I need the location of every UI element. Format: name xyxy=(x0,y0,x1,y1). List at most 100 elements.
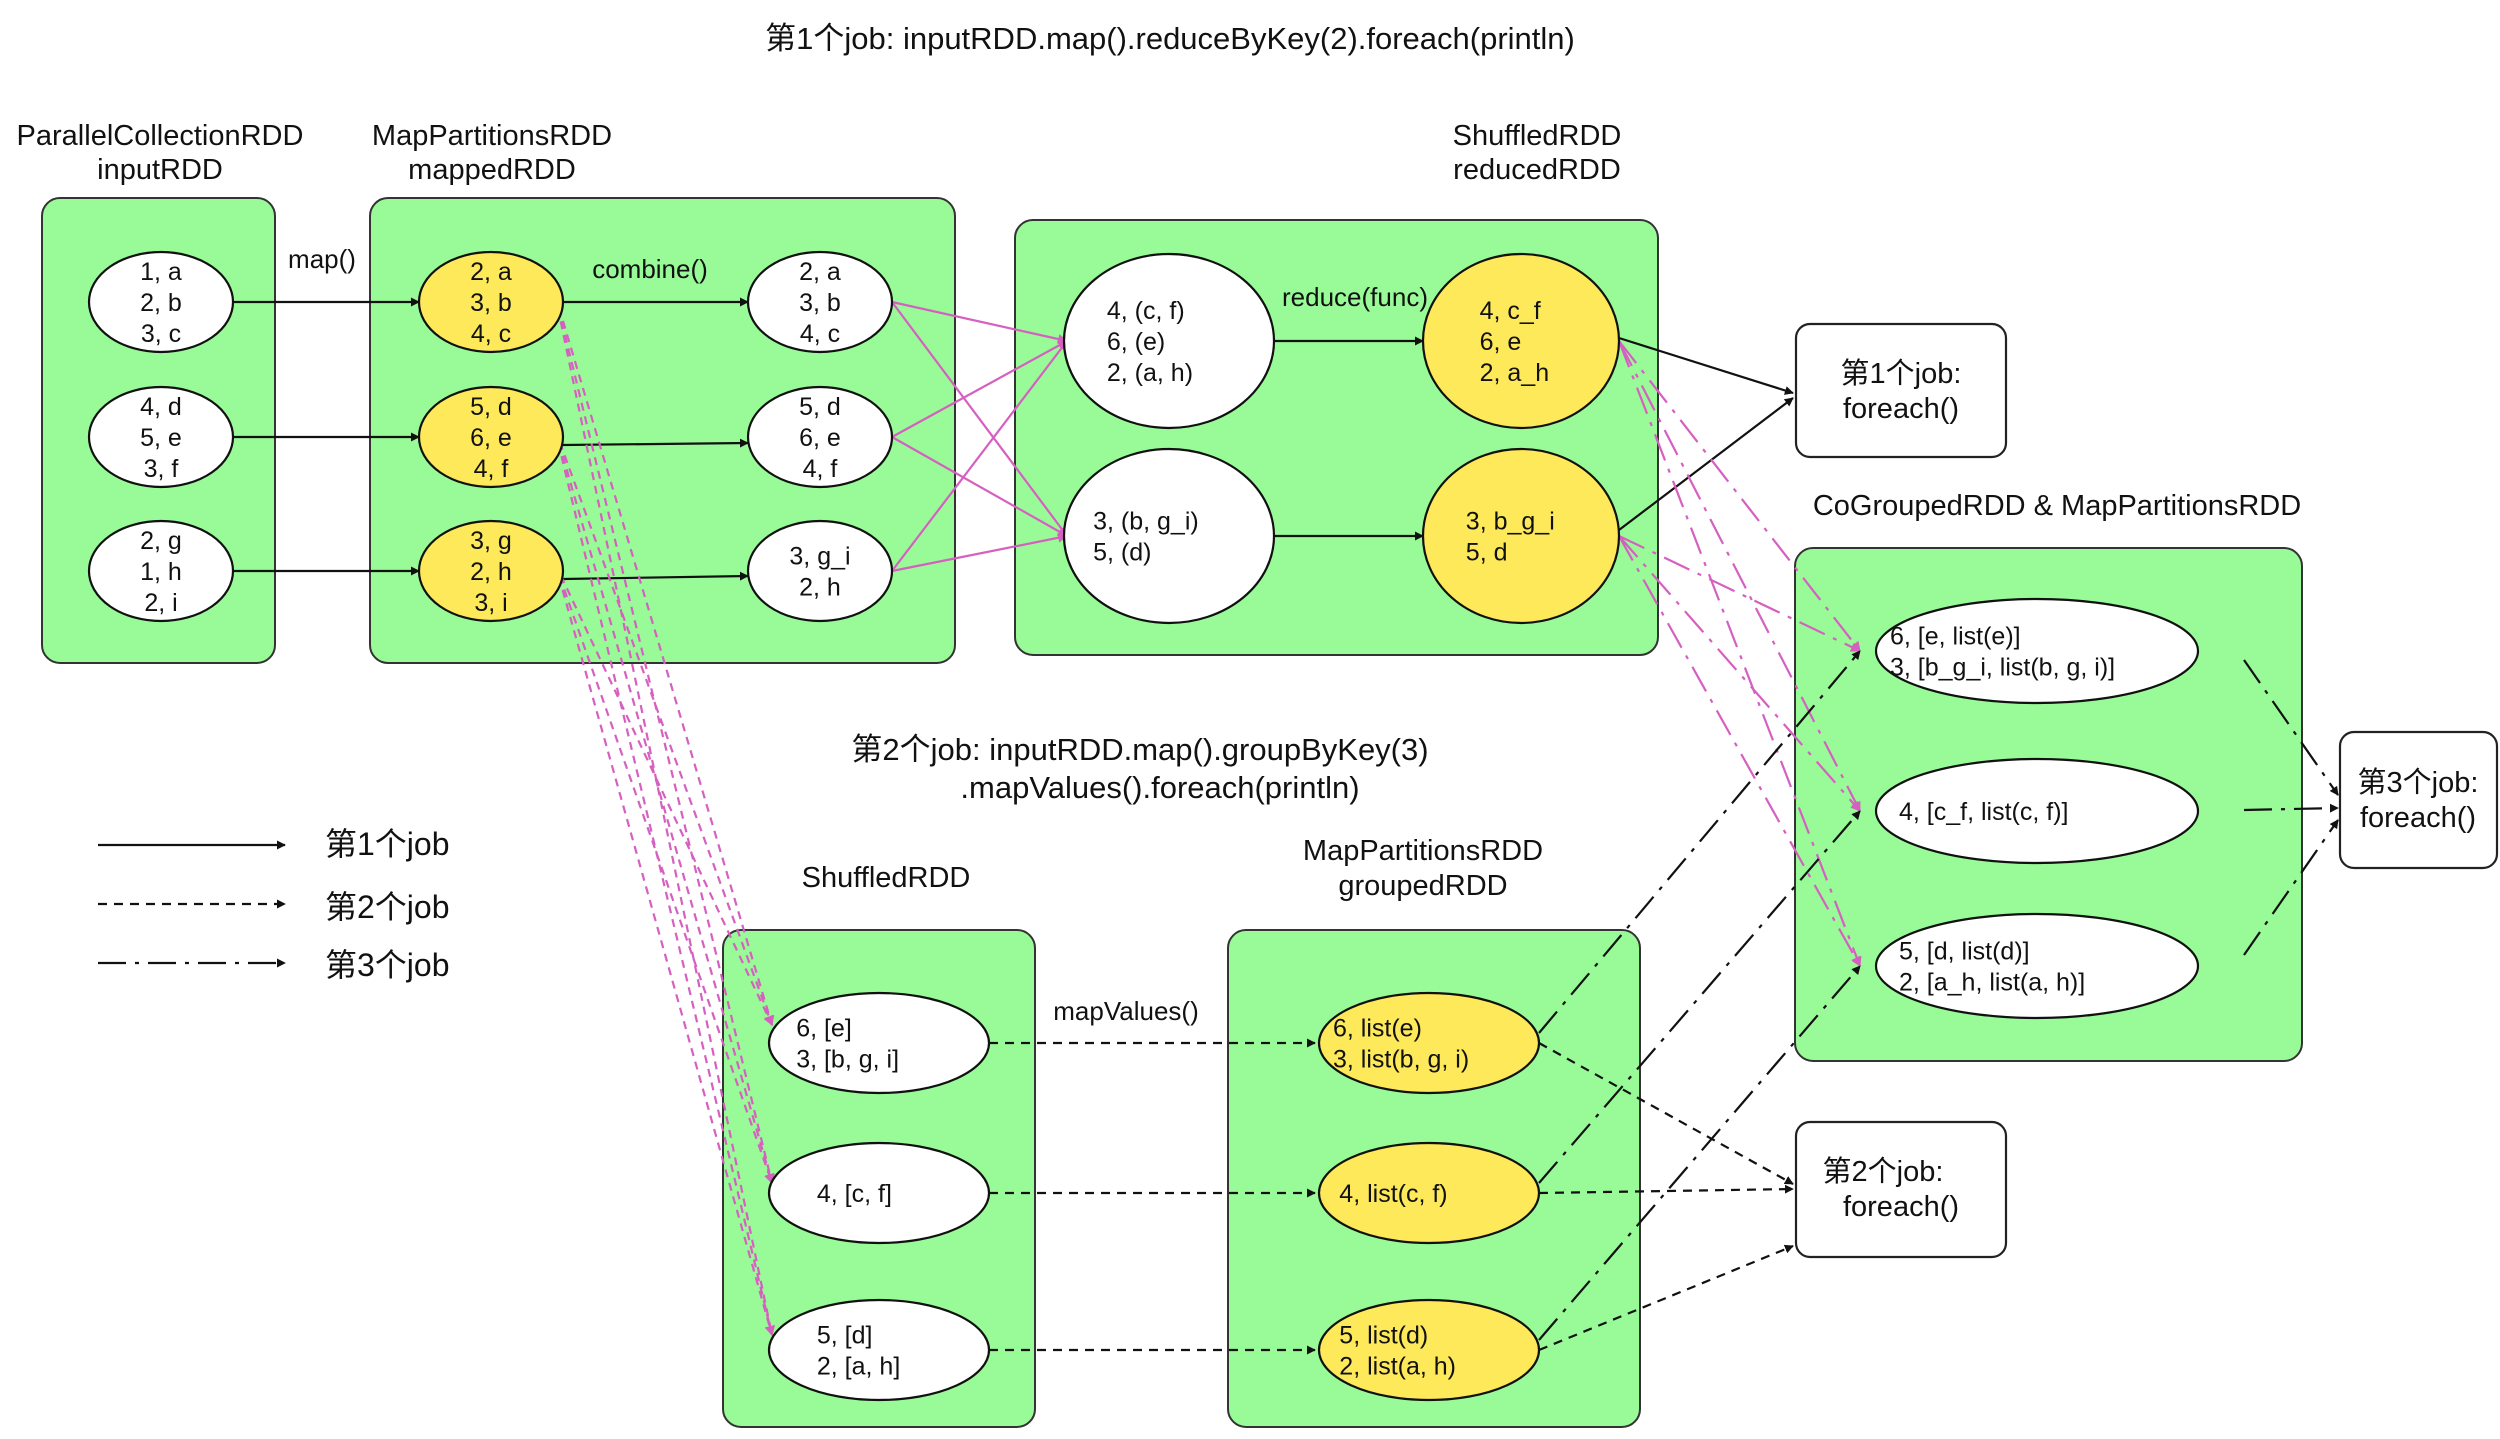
grouped-rdd-type: MapPartitionsRDD xyxy=(1303,835,1543,867)
title-job1: 第1个job: inputRDD.map().reduceByKey(2).fo… xyxy=(765,21,1575,56)
mapped-rdd-name: mappedRDD xyxy=(408,154,576,186)
shuffled2-partition-1-record-2: 3, [b, g, i] xyxy=(796,1046,899,1074)
input-partition-1-shape xyxy=(87,250,235,354)
shuffled2-partition-1: 6, [e] 3, [b, g, i] xyxy=(767,991,991,1095)
mapvalues-edge-label: mapValues() xyxy=(1053,996,1198,1026)
shuffle1-edge-6 xyxy=(891,532,1068,573)
mapped-partition-2: 5, d6, e4, f xyxy=(417,385,565,489)
reduced-partition-1-record-1: 4, c_f xyxy=(1480,297,1541,325)
combined-partition-1-record-1: 2, a xyxy=(799,258,841,286)
shuffled1-partition-2-record-1: 3, (b, g_i) xyxy=(1093,508,1199,536)
shuffle2-edge-4 xyxy=(553,428,774,1026)
mapped-partition-1-record-2: 3, b xyxy=(470,289,512,317)
input-partition-3: 2, g1, h2, i xyxy=(87,519,235,623)
reduced-partition-2-record-1: 3, b_g_i xyxy=(1466,508,1555,536)
input-partition-2-record-3: 3, f xyxy=(144,455,179,483)
shuffled2-partition-1-record-1: 6, [e] xyxy=(796,1015,852,1043)
shuffle1-edge-1 xyxy=(891,300,1068,344)
shuffle2-edge-7 xyxy=(554,562,773,1026)
shuffled1-partition-1-record-2: 6, (e) xyxy=(1107,328,1165,356)
job3-box-line2: foreach() xyxy=(2360,802,2476,834)
reduced-partition-1: 4, c_f 6, e 2, a_h xyxy=(1421,252,1621,430)
shuffled2-partition-3-record-1: 5, [d] xyxy=(817,1322,873,1350)
job3-foreach-box xyxy=(2338,730,2499,870)
legend-job2-label: 第2个job xyxy=(325,889,450,925)
grouped-partition-3: 5, list(d) 2, list(a, h) xyxy=(1317,1298,1541,1402)
mapped-partition-3: 3, g2, h3, i xyxy=(417,519,565,623)
title-job2-line2: .mapValues().foreach(println) xyxy=(960,770,1359,805)
cogroup-from-grouped-edge-2 xyxy=(1538,810,1861,1184)
reduce-edge-label: reduce(func) xyxy=(1282,282,1428,312)
shuffled1-partition-2-record-2: 5, (d) xyxy=(1093,539,1151,567)
job1-box-line2: foreach() xyxy=(1843,393,1959,425)
grouped-partition-3-shape xyxy=(1317,1298,1541,1402)
shuffled1-partition-1-record-3: 2, (a, h) xyxy=(1107,359,1193,387)
combined-partition-1: 2, a3, b4, c xyxy=(746,250,894,354)
grouped-partition-1-record-1: 6, list(e) xyxy=(1333,1015,1422,1043)
cogrouped-partition-1-shape xyxy=(1874,597,2200,705)
partitions-layer: 1, a2, b3, c4, d5, e3, f2, g1, h2, i2, a… xyxy=(87,250,2200,1402)
grouped-partition-3-record-1: 5, list(d) xyxy=(1339,1322,1428,1350)
cogrouped-partition-3-record-1: 5, [d, list(d)] xyxy=(1899,938,2030,966)
mapped-partition-2-shape xyxy=(417,385,565,489)
input-partition-3-record-3: 2, i xyxy=(144,589,177,617)
shuffle2-edge-6 xyxy=(553,428,775,1336)
combine-edge-2 xyxy=(562,438,749,448)
combined-partition-2-record-3: 4, f xyxy=(803,455,838,483)
input-rdd-name: inputRDD xyxy=(97,154,223,186)
mapped-partition-1: 2, a3, b4, c xyxy=(417,250,565,354)
combined-partition-3: 3, g_i2, h xyxy=(746,519,894,623)
mapped-partition-2-record-2: 6, e xyxy=(470,424,512,452)
cogroup-from-reduced-edge-3 xyxy=(1617,340,1862,967)
grouped-partition-2: 4, list(c, f) xyxy=(1317,1141,1541,1245)
grouped-partition-1-shape xyxy=(1317,991,1541,1095)
shuffle2-edge-9 xyxy=(553,562,775,1336)
shuffled2-partition-2-record-1: 4, [c, f] xyxy=(817,1180,892,1208)
job2-foreach-edge-3 xyxy=(1538,1244,1794,1352)
reduced-partition-1-record-2: 6, e xyxy=(1480,328,1522,356)
cogrouped-partition-3: 5, [d, list(d)] 2, [a_h, list(a, h)] xyxy=(1874,912,2200,1020)
job3-foreach-edge-3 xyxy=(2243,819,2339,956)
shuffled1-partition-1: 4, (c, f)6, (e)2, (a, h) xyxy=(1062,252,1276,430)
shuffle2-edge-8 xyxy=(553,562,774,1184)
input-partition-1-record-2: 2, b xyxy=(140,289,182,317)
cogroup-from-reduced-edge-2 xyxy=(1618,340,1861,812)
grouped-partition-3-record-2: 2, list(a, h) xyxy=(1339,1353,1456,1381)
mapped-partition-3-record-1: 3, g xyxy=(470,527,512,555)
cogrouped-partition-2: 4, [c_f, list(c, f)] xyxy=(1874,757,2200,865)
combined-partition-1-shape xyxy=(746,250,894,354)
mapped-partition-1-shape xyxy=(417,250,565,354)
shuffle2-edge-5 xyxy=(553,428,775,1184)
reduced-partition-1-record-3: 2, a_h xyxy=(1480,359,1550,387)
map-edge-label: map() xyxy=(288,244,356,274)
mapped-partition-3-shape xyxy=(417,519,565,623)
shuffle2-edge-2 xyxy=(553,293,775,1184)
combined-partition-2: 5, d6, e4, f xyxy=(746,385,894,489)
grouped-rdd-name: groupedRDD xyxy=(1338,870,1507,902)
cogroup-from-reduced-edge-5 xyxy=(1618,535,1861,812)
input-partition-1-record-3: 3, c xyxy=(141,320,181,348)
combined-partition-3-shape xyxy=(746,519,894,623)
shuffled2-partition-3: 5, [d] 2, [a, h] xyxy=(767,1298,991,1402)
shuffle1-edge-5 xyxy=(891,340,1068,572)
cogroup-from-reduced-edge-1 xyxy=(1618,340,1861,652)
shuffled2-partition-3-record-2: 2, [a, h] xyxy=(817,1353,900,1381)
reduced-partition-1-shape xyxy=(1421,252,1621,430)
shuffled1-partition-2-shape xyxy=(1062,447,1276,625)
shuffled2-partition-3-shape xyxy=(767,1298,991,1402)
combined-partition-1-record-2: 3, b xyxy=(799,289,841,317)
reduced-partition-2-record-2: 5, d xyxy=(1466,539,1508,567)
cogrouped-partition-3-record-2: 2, [a_h, list(a, h)] xyxy=(1899,969,2085,997)
input-partition-2-record-2: 5, e xyxy=(140,424,182,452)
input-rdd-type: ParallelCollectionRDD xyxy=(17,120,304,152)
title-job2-line1: 第2个job: inputRDD.map().groupByKey(3) xyxy=(851,732,1428,767)
job2-foreach-edge-1 xyxy=(1538,1042,1794,1185)
mapped-partition-2-record-1: 5, d xyxy=(470,393,512,421)
cogrouped-partition-2-record-1: 4, [c_f, list(c, f)] xyxy=(1899,798,2068,826)
cogroup-from-grouped-edge-3 xyxy=(1538,965,1861,1341)
job2-foreach-box xyxy=(1794,1120,2008,1259)
cogrouped-partition-1-record-1: 6, [e, list(e)] xyxy=(1890,623,2021,651)
input-partition-1: 1, a2, b3, c xyxy=(87,250,235,354)
